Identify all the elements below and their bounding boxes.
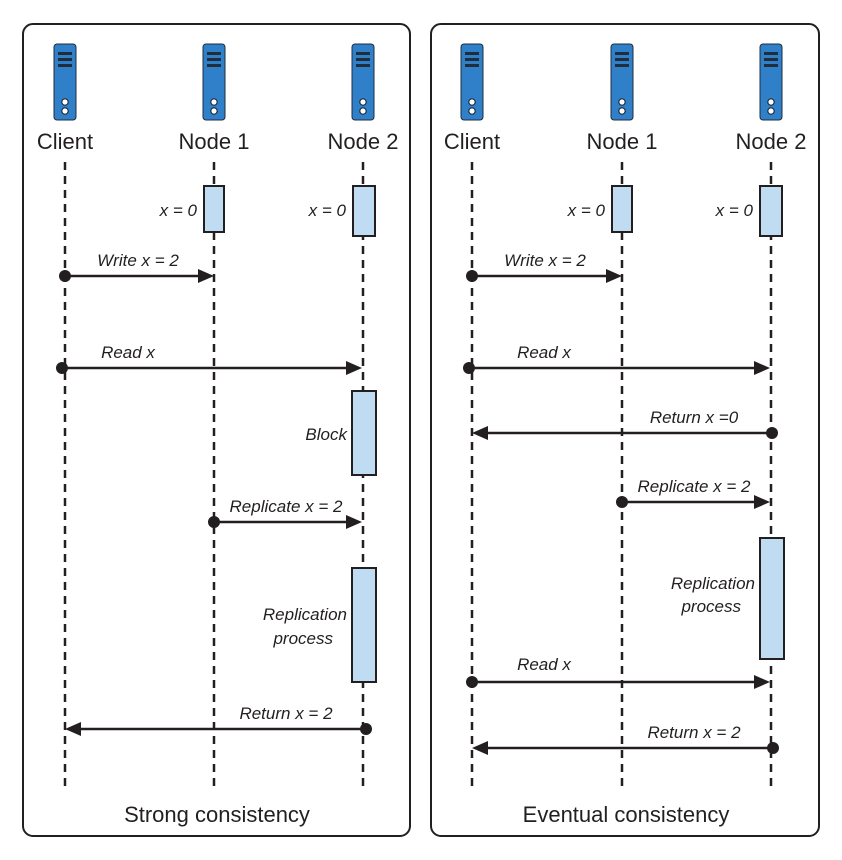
state-label-node-1: x = 0 xyxy=(159,201,198,220)
activation-replication-process xyxy=(351,567,377,683)
message-label: Replicate x = 2 xyxy=(638,477,751,496)
message-read: Read x xyxy=(56,343,362,375)
message-return-stale: Return x =0 xyxy=(472,408,778,440)
activation-label: Replication xyxy=(263,605,347,624)
message-label: Return x = 2 xyxy=(239,704,333,723)
message-label: Replicate x = 2 xyxy=(230,497,343,516)
node-label-client: Client xyxy=(444,129,500,154)
panel-frame xyxy=(22,23,411,837)
state-label-node-1: x = 0 xyxy=(567,201,606,220)
message-label: Return x = 2 xyxy=(647,723,741,742)
state-box-node-2 xyxy=(759,185,783,237)
panel-eventual-consistency: Client Node 1 Node 2 x = 0 x = 0 Write x… xyxy=(430,23,820,837)
server-icon xyxy=(610,43,634,121)
panel-caption: Eventual consistency xyxy=(523,802,730,827)
node-label-client: Client xyxy=(37,129,93,154)
activation-label: Block xyxy=(305,425,348,444)
panel-frame xyxy=(430,23,820,837)
activation-label: process xyxy=(680,597,741,616)
message-replicate: Replicate x = 2 xyxy=(616,477,770,509)
state-label-node-2: x = 0 xyxy=(715,201,754,220)
message-replicate: Replicate x = 2 xyxy=(208,497,362,529)
message-write: Write x = 2 xyxy=(59,251,214,283)
panel-strong-consistency: Client Node 1 Node 2 x = 0 x = 0 Write x… xyxy=(22,23,411,837)
state-box-node-2 xyxy=(352,185,376,237)
node-label-node-1: Node 1 xyxy=(587,129,658,154)
server-icon xyxy=(53,43,77,121)
message-read: Read x xyxy=(463,343,770,375)
activation-replication-process xyxy=(759,537,785,660)
state-label-node-2: x = 0 xyxy=(308,201,347,220)
panel-caption: Strong consistency xyxy=(124,802,310,827)
activation-block xyxy=(351,390,377,476)
message-label: Write x = 2 xyxy=(97,251,179,270)
node-label-node-1: Node 1 xyxy=(179,129,250,154)
state-box-node-1 xyxy=(203,185,225,233)
message-label: Read x xyxy=(517,655,571,674)
message-write: Write x = 2 xyxy=(466,251,622,283)
node-label-node-2: Node 2 xyxy=(328,129,399,154)
message-label: Write x = 2 xyxy=(504,251,586,270)
message-label: Return x =0 xyxy=(650,408,739,427)
message-label: Read x xyxy=(517,343,571,362)
server-icon xyxy=(202,43,226,121)
node-label-node-2: Node 2 xyxy=(736,129,807,154)
message-read: Read x xyxy=(466,655,770,689)
activation-label: process xyxy=(272,629,333,648)
activation-label: Replication xyxy=(671,574,755,593)
state-box-node-1 xyxy=(611,185,633,233)
message-return: Return x = 2 xyxy=(65,704,372,736)
server-icon xyxy=(460,43,484,121)
message-label: Read x xyxy=(101,343,155,362)
server-icon xyxy=(351,43,375,121)
server-icon xyxy=(759,43,783,121)
message-return: Return x = 2 xyxy=(472,723,779,755)
